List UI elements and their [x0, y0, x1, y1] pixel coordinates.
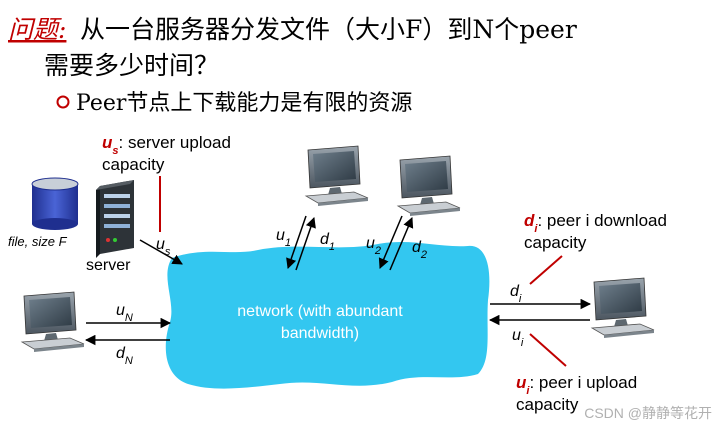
- svg-text:di: peer i download: di: peer i download: [524, 211, 667, 235]
- server-icon: [96, 180, 134, 258]
- d1-symbol: d: [320, 231, 330, 248]
- svg-text:us: server upload: us: server upload: [102, 133, 231, 157]
- peeri-computer-icon: [591, 277, 655, 339]
- us-symbol: u: [156, 236, 165, 253]
- file-database-icon: [31, 177, 79, 230]
- svg-text:us: us: [156, 236, 171, 258]
- ui-callout-symbol: u: [516, 373, 527, 392]
- svg-text:ui: peer i upload: ui: peer i upload: [516, 373, 637, 397]
- us-callout-symbol: u: [102, 133, 113, 152]
- u1-symbol: u: [276, 227, 285, 244]
- us-callout-sub: s: [112, 145, 118, 157]
- network-cloud: [165, 242, 490, 389]
- di-callout-text: : peer i download: [537, 211, 666, 230]
- svg-text:di: di: [510, 283, 522, 305]
- di-sub: i: [519, 293, 522, 305]
- svg-text:dN: dN: [116, 345, 133, 367]
- u1-sub: 1: [285, 237, 291, 249]
- title-line1: 从一台服务器分发文件（大小F）到N个peer: [80, 15, 577, 44]
- di-symbol: d: [510, 283, 520, 300]
- d1-sub: 1: [329, 241, 335, 253]
- ui-symbol: u: [512, 327, 521, 344]
- ui-sub: i: [521, 337, 524, 349]
- uN-sub: N: [125, 312, 133, 324]
- peer-upload-callout: ui: peer i upload capacity: [516, 333, 637, 414]
- title-emphasis: 问题:: [8, 15, 66, 44]
- us-callout-line2: capacity: [102, 155, 165, 174]
- bullet: Peer节点上下载能力是有限的资源: [56, 91, 412, 116]
- us-callout-text: : server upload: [119, 133, 231, 152]
- u2-symbol: u: [366, 235, 375, 252]
- peer2-download-arrow: [389, 217, 414, 271]
- dN-sub: N: [125, 355, 133, 367]
- peer2-upload-arrow: [378, 215, 403, 269]
- server-label: server: [86, 257, 131, 274]
- ui-callout-text: : peer i upload: [529, 373, 637, 392]
- peer1-upload-arrow: [286, 215, 307, 269]
- server-upload-arrow: [139, 239, 183, 265]
- di-callout-sub: i: [534, 223, 538, 235]
- server-upload-callout: us: server upload capacity: [102, 133, 231, 232]
- svg-text:ui: ui: [512, 327, 524, 349]
- u2-sub: 2: [374, 245, 381, 257]
- network-label-line2: bandwidth): [281, 325, 359, 342]
- di-callout-symbol: d: [524, 211, 535, 230]
- svg-text:u2: u2: [366, 235, 381, 257]
- us-sub: s: [165, 246, 171, 258]
- svg-text:uN: uN: [116, 302, 133, 324]
- svg-text:d1: d1: [320, 231, 335, 253]
- title-line2: 需要多少时间？: [44, 51, 219, 80]
- ui-callout-line2: capacity: [516, 395, 579, 414]
- watermark: CSDN @静静等花开: [584, 405, 712, 421]
- ui-callout-sub: i: [526, 385, 530, 397]
- dN-symbol: d: [116, 345, 126, 362]
- peer-download-callout: di: peer i download capacity: [524, 211, 667, 285]
- network-label-line1: network (with abundant: [237, 303, 403, 320]
- peerN-computer-icon: [21, 291, 85, 353]
- peer1-computer-icon: [305, 145, 369, 207]
- bullet-text: Peer节点上下载能力是有限的资源: [76, 91, 412, 116]
- peer1-download-arrow: [295, 217, 316, 271]
- di-callout-line2: capacity: [524, 233, 587, 252]
- uN-symbol: u: [116, 302, 125, 319]
- d2-sub: 2: [420, 249, 427, 261]
- ui-callout-line: [529, 333, 567, 367]
- title: 问题: 从一台服务器分发文件（大小F）到N个peer 需要多少时间？: [8, 15, 577, 80]
- svg-text:d2: d2: [412, 239, 427, 261]
- bullet-icon: [56, 95, 70, 109]
- svg-text:u1: u1: [276, 227, 291, 249]
- peer2-computer-icon: [397, 155, 461, 217]
- d2-symbol: d: [412, 239, 422, 256]
- di-callout-line: [529, 255, 563, 285]
- file-label: file, size F: [8, 234, 68, 249]
